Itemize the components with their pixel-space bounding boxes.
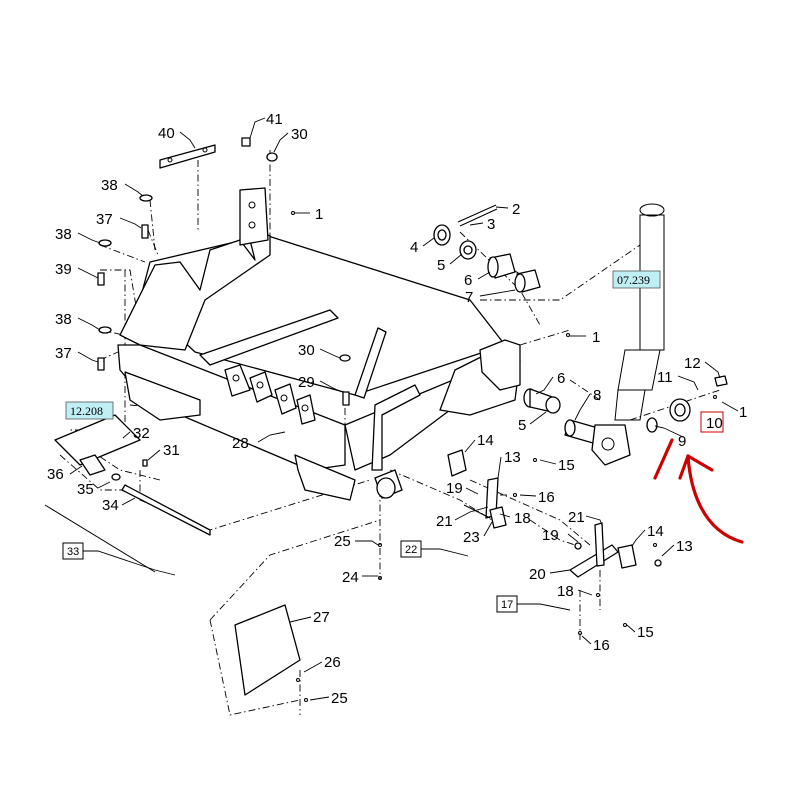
callout-18: 18 (514, 510, 531, 527)
callout-11: 11 (657, 369, 673, 386)
boxed-label-17[interactable]: 17 (496, 595, 518, 613)
callout-16: 16 (538, 489, 555, 506)
callout-27: 27 (313, 609, 330, 626)
callout-38: 38 (55, 226, 72, 243)
callout-20: 20 (529, 566, 546, 583)
callout-37: 37 (55, 345, 72, 362)
callout-18: 18 (557, 583, 574, 600)
callout-5: 5 (518, 417, 526, 434)
fastener-dots (291, 211, 717, 702)
callout-13: 13 (676, 538, 693, 555)
callout-labels: 41 40 30 38 37 1 38 39 2 3 4 5 6 7 38 1 … (47, 111, 747, 707)
callout-13: 13 (504, 449, 521, 466)
callout-2: 2 (512, 201, 520, 218)
callout-38: 38 (101, 177, 118, 194)
callout-4: 4 (410, 239, 418, 256)
boxed-label-33[interactable]: 33 (62, 542, 84, 560)
callout-19: 19 (542, 527, 559, 544)
callout-28: 28 (232, 435, 249, 452)
plate-40 (159, 144, 216, 169)
callout-24: 24 (342, 569, 359, 586)
callout-25: 25 (334, 533, 351, 550)
callout-14: 14 (477, 432, 494, 449)
callout-31: 31 (163, 442, 180, 459)
callout-6: 6 (464, 272, 472, 289)
shield-27 (234, 604, 301, 696)
callout-5: 5 (437, 257, 445, 274)
callout-40: 40 (158, 125, 175, 142)
callout-6: 6 (557, 370, 565, 387)
red-annotation-arrow (653, 438, 744, 544)
callout-32: 32 (133, 425, 150, 442)
svg-text:12.208: 12.208 (70, 404, 103, 418)
callout-1: 1 (592, 329, 600, 346)
svg-text:17: 17 (501, 599, 513, 611)
bushing-group-top (433, 204, 541, 293)
callout-16: 16 (593, 637, 610, 654)
callout-8: 8 (593, 387, 601, 404)
reference-07-239[interactable]: 07.239 (612, 270, 661, 289)
callout-21: 21 (436, 513, 453, 530)
callout-35: 35 (77, 481, 94, 498)
boxed-label-10: 10 (700, 411, 724, 433)
callout-26: 26 (324, 654, 341, 671)
callout-30: 30 (291, 126, 308, 143)
svg-text:07.239: 07.239 (617, 273, 650, 287)
reference-12-208[interactable]: 12.208 (65, 401, 114, 420)
callout-19: 19 (446, 480, 463, 497)
callout-25: 25 (331, 690, 348, 707)
callout-9: 9 (678, 433, 686, 450)
linkage-group-22 (447, 449, 507, 529)
boxed-label-22[interactable]: 22 (400, 540, 422, 558)
svg-text:22: 22 (405, 544, 417, 556)
callout-7: 7 (465, 289, 473, 306)
callout-38: 38 (55, 311, 72, 328)
left-fasteners (97, 137, 351, 406)
callout-14: 14 (647, 523, 664, 540)
callout-39: 39 (55, 261, 72, 278)
callout-15: 15 (637, 624, 654, 641)
callout-3: 3 (487, 216, 495, 233)
callout-23: 23 (463, 529, 480, 546)
hydraulic-cylinder (614, 203, 665, 421)
left-rod (54, 414, 211, 536)
callout-15: 15 (558, 457, 575, 474)
svg-text:10: 10 (706, 415, 723, 432)
linkage-group-17 (569, 522, 662, 578)
callout-12: 12 (684, 355, 701, 372)
callout-30: 30 (298, 342, 315, 359)
main-frame (117, 187, 521, 501)
svg-text:33: 33 (67, 546, 79, 558)
callout-1: 1 (315, 206, 323, 223)
callout-21: 21 (568, 509, 585, 526)
callout-41: 41 (266, 111, 283, 128)
callout-leaders (44, 117, 739, 701)
callout-34: 34 (102, 497, 119, 514)
callout-37: 37 (96, 211, 113, 228)
callout-29: 29 (298, 374, 315, 391)
callout-1: 1 (739, 404, 747, 421)
callout-36: 36 (47, 466, 64, 483)
bushing-group-right (523, 375, 728, 466)
